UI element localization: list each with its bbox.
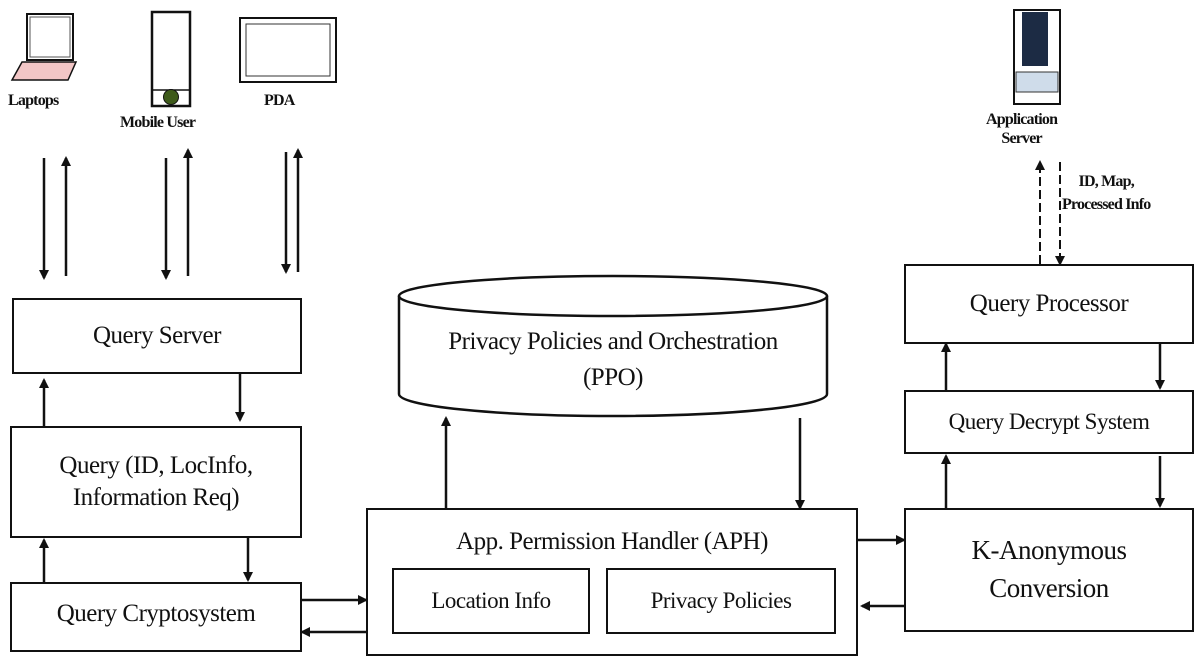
query-label: Query (ID, LocInfo, Information Req) xyxy=(59,451,253,512)
ppo-database: Privacy Policies and Orchestration (PPO) xyxy=(396,272,830,422)
query-cryptosystem-label: Query Cryptosystem xyxy=(56,600,256,627)
app-server-link-label: ID, Map, Processed Info xyxy=(1062,173,1151,214)
query-decrypt-box: Query Decrypt System xyxy=(904,390,1194,454)
query-box: Query (ID, LocInfo, Information Req) xyxy=(10,426,302,538)
location-info-box: Location Info xyxy=(392,568,590,634)
pda-icon xyxy=(238,16,338,84)
query-server-box: Query Server xyxy=(12,298,302,374)
query-processor-label: Query Processor xyxy=(969,289,1129,317)
ppo-label: Privacy Policies and Orchestration (PPO) xyxy=(448,328,778,392)
application-server-icon xyxy=(1012,8,1062,106)
query-server-label: Query Server xyxy=(93,321,221,349)
k-anonymous-label: K-Anonymous Conversion xyxy=(971,535,1128,603)
mobile-phone-icon xyxy=(150,10,192,108)
laptops-label: Laptops xyxy=(8,92,59,109)
query-cryptosystem-box: Query Cryptosystem xyxy=(10,582,302,652)
aph-box: App. Permission Handler (APH) Location I… xyxy=(366,508,858,656)
aph-label: App. Permission Handler (APH) xyxy=(456,528,768,555)
pda-label: PDA xyxy=(264,92,295,109)
application-server-label: Application Server xyxy=(986,111,1058,148)
query-processor-box: Query Processor xyxy=(904,264,1194,344)
laptop-icon xyxy=(10,10,85,82)
location-info-label: Location Info xyxy=(431,588,551,614)
privacy-policies-box: Privacy Policies xyxy=(606,568,836,634)
k-anonymous-box: K-Anonymous Conversion xyxy=(904,508,1194,632)
query-decrypt-label: Query Decrypt System xyxy=(948,409,1150,435)
mobile-user-label: Mobile User xyxy=(120,114,196,131)
privacy-policies-label: Privacy Policies xyxy=(650,588,792,614)
